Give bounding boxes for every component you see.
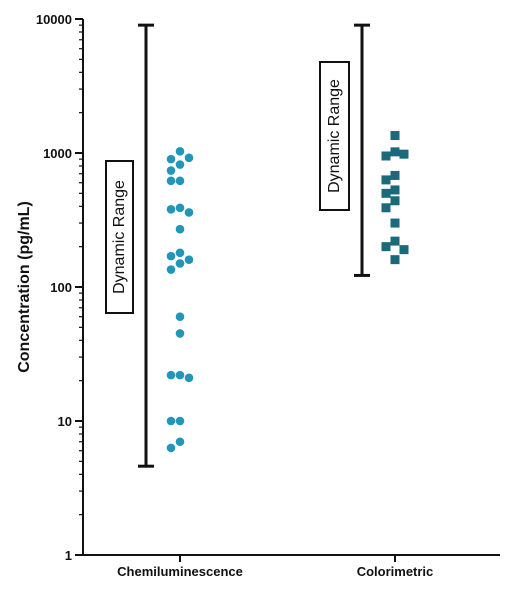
data-point-circle bbox=[166, 205, 176, 214]
data-point-circle bbox=[175, 146, 185, 156]
data-point-square bbox=[381, 203, 391, 213]
dynamic-range-label-box bbox=[319, 61, 350, 211]
data-point-circle bbox=[175, 248, 185, 258]
data-point-circle bbox=[175, 416, 185, 426]
data-point-circle bbox=[166, 416, 176, 426]
data-point-circle bbox=[175, 176, 185, 186]
data-point-square bbox=[399, 245, 409, 255]
data-point-circle bbox=[184, 373, 194, 383]
data-point-circle bbox=[175, 437, 185, 447]
data-point-square bbox=[390, 196, 400, 206]
data-point-circle bbox=[175, 370, 185, 380]
data-point-circle bbox=[184, 255, 194, 264]
x-category-ticks: Chemiluminescence Colorimetric bbox=[117, 555, 433, 579]
data-point-circle bbox=[175, 224, 185, 234]
data-point-circle bbox=[166, 251, 176, 261]
data-point-circle bbox=[175, 203, 185, 213]
data-point-square bbox=[390, 131, 400, 141]
data-point-square bbox=[381, 188, 391, 198]
data-point-circle bbox=[166, 443, 176, 453]
data-point-circle bbox=[184, 208, 194, 217]
data-points bbox=[166, 131, 409, 453]
data-point-square bbox=[390, 218, 400, 228]
y-axis-title: Concentration (pg/mL) bbox=[16, 201, 33, 373]
dynamic-range-label: Dynamic Range bbox=[111, 180, 128, 294]
y-ticks: 1 10 100 1000 10000 bbox=[36, 12, 83, 563]
data-point-circle bbox=[184, 153, 194, 163]
data-point-circle bbox=[166, 166, 176, 175]
data-point-circle bbox=[175, 312, 185, 322]
data-point-square bbox=[390, 255, 400, 265]
data-point-square bbox=[390, 170, 400, 180]
data-point-square bbox=[381, 151, 391, 161]
data-point-square bbox=[390, 147, 400, 157]
data-point-square bbox=[381, 242, 391, 252]
data-point-square bbox=[381, 175, 391, 185]
y-tick-label: 1 bbox=[65, 548, 72, 563]
y-tick-label: 10000 bbox=[36, 12, 72, 27]
data-point-square bbox=[390, 236, 400, 246]
data-point-circle bbox=[166, 370, 176, 380]
data-point-square bbox=[390, 185, 400, 195]
y-tick-label: 100 bbox=[50, 280, 72, 295]
data-point-circle bbox=[175, 329, 185, 338]
data-point-circle bbox=[166, 154, 176, 164]
data-point-square bbox=[399, 149, 409, 159]
x-category-label: Chemiluminescence bbox=[117, 564, 243, 579]
dynamic-range-label: Dynamic Range bbox=[326, 79, 343, 193]
y-tick-label: 10 bbox=[58, 414, 72, 429]
x-category-label: Colorimetric bbox=[357, 564, 434, 579]
data-point-circle bbox=[166, 176, 176, 186]
data-point-circle bbox=[175, 259, 185, 268]
dynamic-range-label-box bbox=[105, 160, 134, 314]
data-point-circle bbox=[166, 265, 176, 274]
data-point-circle bbox=[175, 160, 185, 169]
y-tick-label: 1000 bbox=[43, 146, 72, 161]
